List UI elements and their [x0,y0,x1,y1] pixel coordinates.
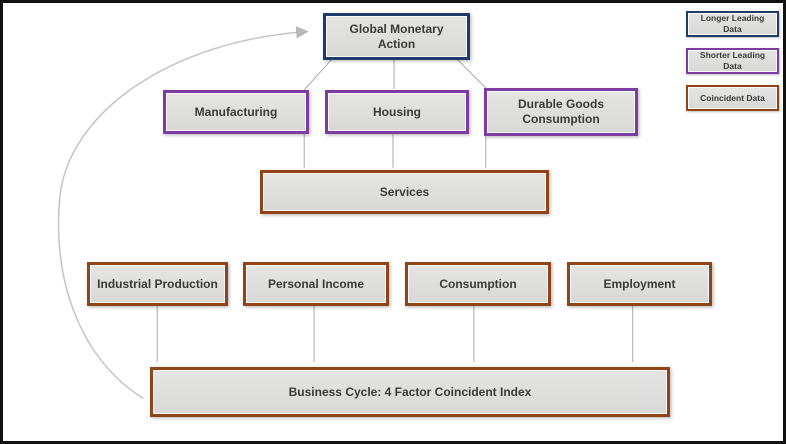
connector-gma-durable [456,58,487,89]
legend-item-shorter-leading: Shorter Leading Data [686,48,779,74]
node-industrial-production: Industrial Production [87,262,228,306]
node-manufacturing: Manufacturing [163,90,309,134]
node-services: Services [260,170,549,214]
feedback-arrow [57,26,309,400]
legend-item-longer-leading: Longer Leading Data [686,11,779,37]
node-employment: Employment [567,262,712,306]
node-business-cycle-index: Business Cycle: 4 Factor Coincident Inde… [150,367,670,417]
node-housing: Housing [325,90,469,134]
node-personal-income: Personal Income [243,262,389,306]
connector-lines-layer [57,26,634,400]
node-durable-goods-consumption: Durable Goods Consumption [484,88,638,136]
connector-gma-manufacturing [303,58,333,91]
legend-item-coincident: Coincident Data [686,85,779,111]
node-consumption: Consumption [405,262,551,306]
node-global-monetary-action: Global Monetary Action [323,13,470,60]
